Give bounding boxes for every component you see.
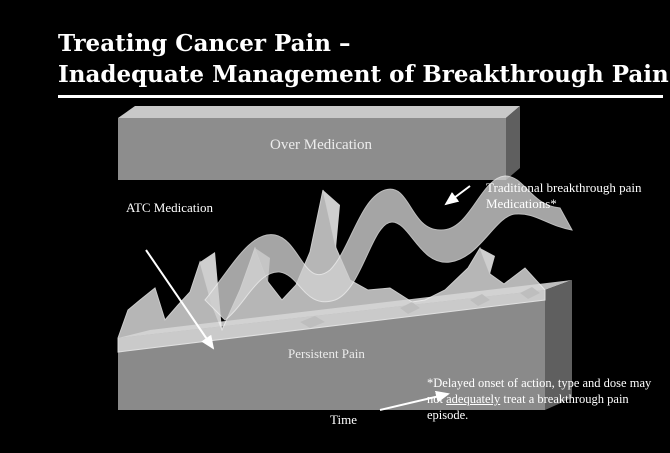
footnote: *Delayed onset of action, type and dose … <box>427 375 663 423</box>
time-label: Time <box>330 412 357 428</box>
persistent-pain-label: Persistent Pain <box>288 346 365 362</box>
traditional-label-line-2: Medications* <box>486 196 642 212</box>
traditional-label-line-1: Traditional breakthrough pain <box>486 180 642 196</box>
over-medication-side <box>506 106 520 180</box>
traditional-medication-label: Traditional breakthrough pain Medication… <box>486 180 642 212</box>
over-medication-label: Over Medication <box>270 137 372 153</box>
over-medication-top <box>118 106 520 118</box>
traditional-arrow <box>446 186 470 204</box>
footnote-underlined: adequately <box>446 392 500 406</box>
atc-medication-label: ATC Medication <box>126 200 213 216</box>
